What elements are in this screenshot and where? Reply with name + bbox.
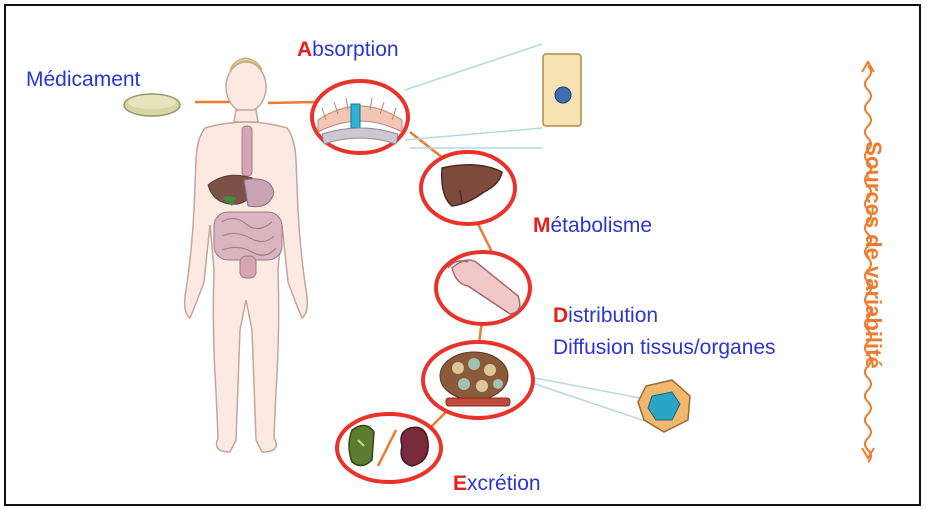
tissue-cell-icon [638, 380, 690, 432]
label-sources-variabilite: Sources de variabilité [860, 65, 886, 445]
kidney-icon [401, 427, 428, 466]
label-absorption: Absorption [297, 38, 399, 62]
label-excretion: Excrétion [453, 472, 541, 496]
excretion-icon [337, 414, 441, 482]
cell-icon [543, 54, 581, 126]
blood-vessel-icon [436, 252, 530, 324]
liver-icon [421, 152, 515, 224]
cell-callout-top [405, 44, 542, 90]
intestine-icon [312, 81, 408, 153]
human-body-icon [185, 58, 308, 452]
label-metabolisme: Métabolisme [533, 214, 652, 238]
label-metabolisme-initial: M [533, 214, 551, 237]
liver-to-vessel-connector [478, 224, 492, 252]
gallbladder-icon [349, 425, 374, 465]
pill-icon [124, 94, 180, 116]
label-metabolisme-rest: étabolisme [551, 214, 653, 237]
body-to-absorption-connector [268, 102, 316, 103]
label-distribution-initial: D [553, 304, 568, 327]
label-absorption-rest: bsorption [312, 38, 398, 61]
label-excretion-initial: E [453, 472, 467, 495]
tissue-callout-top [535, 378, 640, 398]
label-absorption-initial: A [297, 38, 312, 61]
label-distribution-rest: istribution [568, 304, 658, 327]
label-excretion-rest: xcrétion [467, 472, 541, 495]
capillary-tissue-icon [423, 342, 533, 418]
label-medicament: Médicament [26, 68, 140, 92]
label-distribution: Distribution [553, 304, 658, 328]
cell-callout-bottom [405, 128, 542, 140]
label-diffusion: Diffusion tissus/organes [553, 336, 776, 360]
